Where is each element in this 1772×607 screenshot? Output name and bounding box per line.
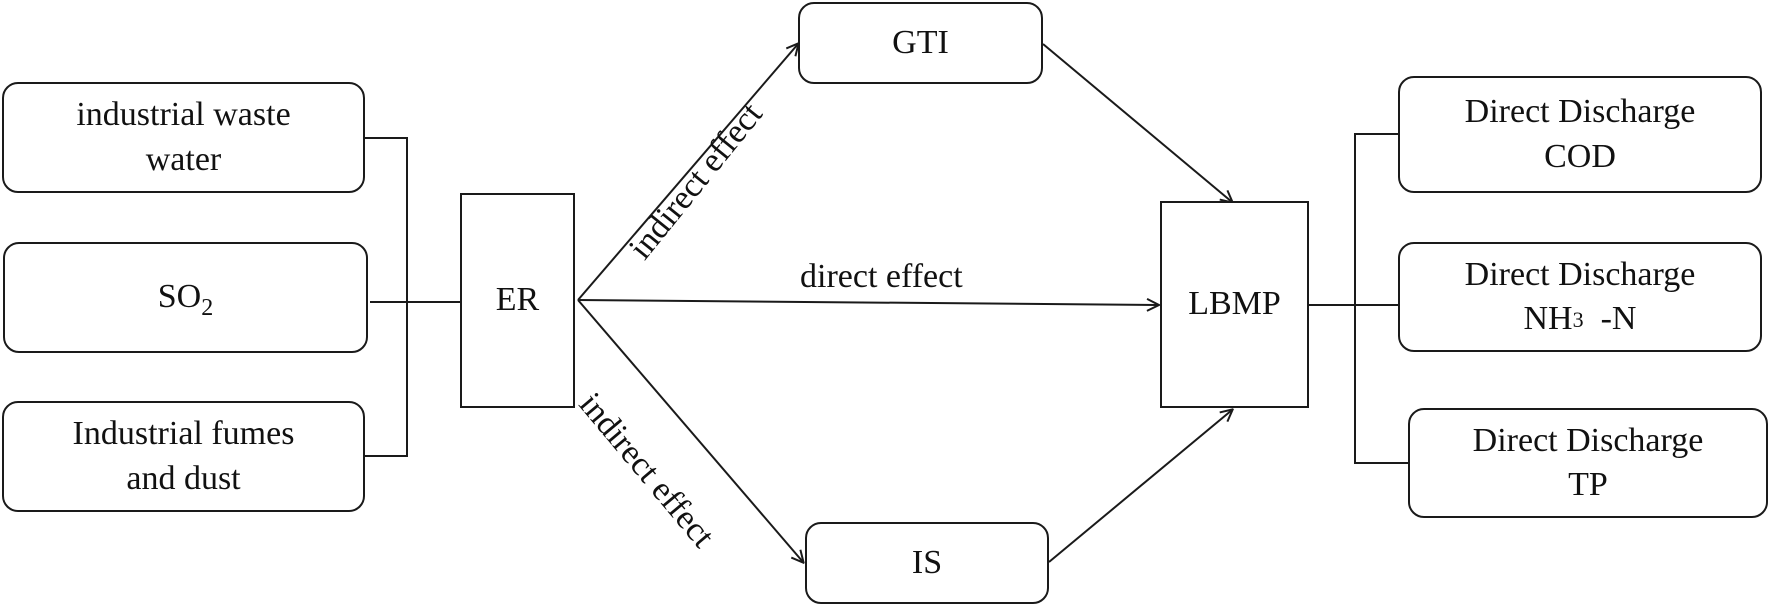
tp-line-2: TP <box>1568 466 1608 503</box>
node-so2: SO2 <box>3 242 368 353</box>
node-er: ER <box>460 193 575 408</box>
is-to-lbmp-arrow <box>1048 410 1232 563</box>
waste-water-line-1: industrial waste <box>76 96 291 134</box>
tp-line-1: Direct Discharge <box>1472 421 1704 459</box>
er-to-is-arrow <box>577 299 803 562</box>
left-bracket-line <box>365 137 408 457</box>
node-lbmp: LBMP <box>1160 201 1309 408</box>
er-to-lbmp-arrow <box>577 300 1158 305</box>
gti-to-lbmp-arrow <box>1042 43 1232 202</box>
node-industrial-fumes-dust: Industrial fumes and dust <box>2 401 365 512</box>
node-direct-discharge-tp: Direct Discharge TP <box>1408 408 1768 518</box>
node-is: IS <box>805 522 1049 604</box>
fumes-dust-line-1: Industrial fumes <box>72 415 295 453</box>
nh3-line-1: Direct Discharge <box>1464 255 1696 293</box>
node-direct-discharge-cod: Direct Discharge COD <box>1398 76 1762 193</box>
er-to-gti-arrow <box>577 44 798 301</box>
right-bracket-line <box>1354 133 1408 464</box>
node-direct-discharge-nh3: Direct Discharge NH3 -N <box>1398 242 1762 352</box>
waste-water-line-2: water <box>145 140 222 178</box>
lbmp-label: LBMP <box>1188 285 1281 323</box>
gti-label: GTI <box>892 23 949 61</box>
cod-line-1: Direct Discharge <box>1464 93 1696 131</box>
cod-line-2: COD <box>1544 137 1616 175</box>
er-label: ER <box>495 281 540 319</box>
fumes-dust-line-2: and dust <box>126 459 241 497</box>
nh3-line-2: NH3 -N <box>1523 300 1637 337</box>
is-label: IS <box>911 543 943 581</box>
direct-effect-label: direct effect <box>800 258 963 295</box>
so2-label: SO2 <box>157 278 214 322</box>
node-industrial-waste-water: industrial waste water <box>2 82 365 193</box>
node-gti: GTI <box>798 2 1043 84</box>
